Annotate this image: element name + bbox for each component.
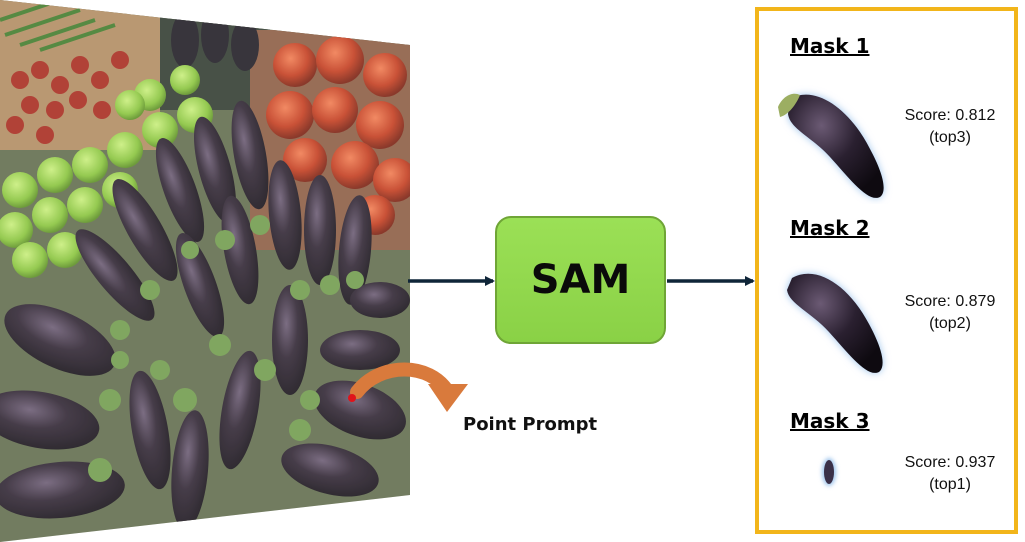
mask-1-rank: (top3) [929,129,971,146]
mask-2-rank: (top2) [929,315,971,332]
mask-2-title: Mask 2 [790,216,870,240]
mask-2-image [787,273,883,373]
mask-1-title: Mask 1 [790,34,870,58]
point-prompt-label: Point Prompt [463,414,598,435]
input-image [0,0,410,542]
mask-2-score-value: Score: 0.879 [904,293,996,310]
mask-3-title: Mask 3 [790,409,870,433]
sam-label: SAM [530,257,631,303]
mask-3-score: Score: 0.937 (top1) [895,452,1005,496]
mask-2-score: Score: 0.879 (top2) [895,291,1005,335]
sam-model-block: SAM [495,216,666,344]
mask-1-score: Score: 0.812 (top3) [895,105,1005,149]
mask-1-score-value: Score: 0.812 [904,107,996,124]
mask-1-image [778,93,884,198]
mask-3-image [822,458,836,486]
mask-3-rank: (top1) [929,476,971,493]
mask-3-score-value: Score: 0.937 [904,454,996,471]
mask-results-panel: Mask 1 Score: 0.812 (top3) Mask 2 [755,7,1018,534]
